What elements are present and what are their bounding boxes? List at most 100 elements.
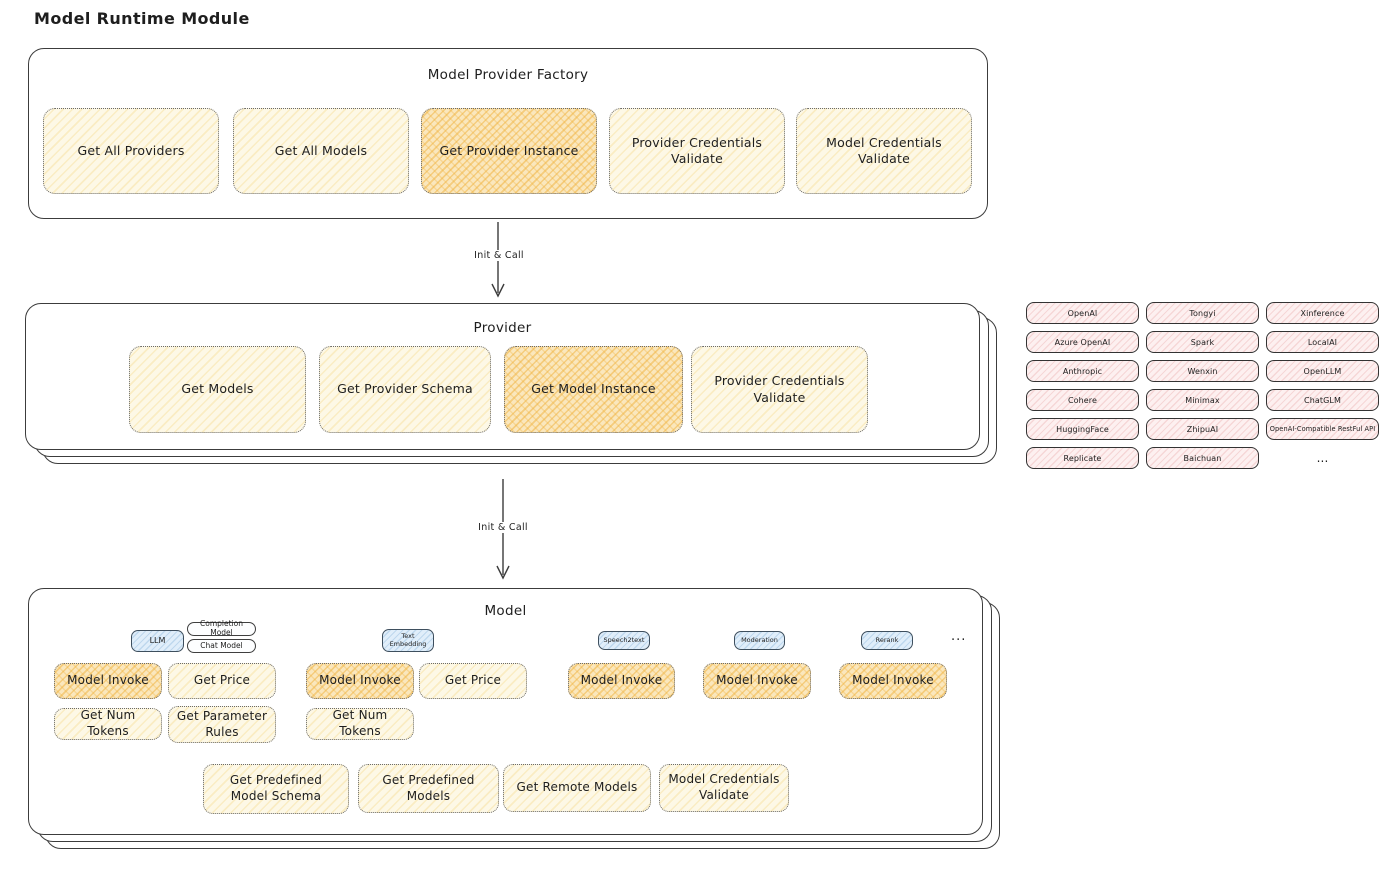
method-label: Provider Credentials Validate <box>631 134 763 166</box>
provider-chip-openai-compatible-restful-api[interactable]: OpenAI-Compatible RestFul API <box>1266 418 1379 440</box>
method-label: Get Num Tokens <box>80 708 136 738</box>
tag-label: Completion Model <box>200 619 243 637</box>
provider-chip-label: HuggingFace <box>1056 424 1109 434</box>
method-label: Get Provider Instance <box>439 142 579 158</box>
box-get-parameter-rules[interactable]: Get Parameter Rules <box>168 706 276 743</box>
box-model-invoke[interactable]: Model Invoke <box>839 663 947 699</box>
provider-title: Provider <box>473 320 532 336</box>
provider-chip-label: OpenLLM <box>1303 366 1342 376</box>
provider-chip-label: Wenxin <box>1187 366 1218 376</box>
provider-chip-label: OpenAI-Compatible RestFul API <box>1269 425 1376 433</box>
provider-chip-wenxin[interactable]: Wenxin <box>1146 360 1259 382</box>
provider-chip-anthropic[interactable]: Anthropic <box>1026 360 1139 382</box>
tag-moderation[interactable]: Moderation <box>734 631 785 650</box>
method-label: Get Predefined Model Schema <box>229 773 323 803</box>
method-label: Get Provider Schema <box>337 381 473 397</box>
model-title: Model <box>484 603 527 619</box>
box-model-credentials-validate[interactable]: Model Credentials Validate <box>659 764 789 812</box>
method-label: Get Predefined Models <box>382 772 475 803</box>
method-label: Get All Models <box>274 142 368 158</box>
method-label: Model Invoke <box>67 673 149 688</box>
provider-chip-label: Cohere <box>1067 395 1098 405</box>
providers-more-ellipsis: ... <box>1316 451 1329 465</box>
provider-chip-cohere[interactable]: Cohere <box>1026 389 1139 411</box>
provider-chip-label: Replicate <box>1063 453 1102 463</box>
method-label: Get Remote Models <box>516 780 638 795</box>
provider-chip-tongyi[interactable]: Tongyi <box>1146 302 1259 324</box>
box-provider-credentials-validate[interactable]: Provider Credentials Validate <box>691 346 868 433</box>
tag-completion-model[interactable]: Completion Model <box>187 619 256 637</box>
box-get-provider-schema[interactable]: Get Provider Schema <box>319 346 491 433</box>
provider-chip-openllm[interactable]: OpenLLM <box>1266 360 1379 382</box>
box-get-all-models[interactable]: Get All Models <box>233 108 409 194</box>
method-label: Model Invoke <box>852 673 934 688</box>
box-get-predefined-model-schema[interactable]: Get Predefined Model Schema <box>203 764 349 814</box>
method-label: Model Invoke <box>319 673 401 688</box>
provider-chip-xinference[interactable]: Xinference <box>1266 302 1379 324</box>
method-label: Get Parameter Rules <box>176 708 268 739</box>
box-get-predefined-models[interactable]: Get Predefined Models <box>358 764 499 813</box>
provider-chip-spark[interactable]: Spark <box>1146 331 1259 353</box>
box-get-all-providers[interactable]: Get All Providers <box>43 108 219 194</box>
method-label: Model Credentials Validate <box>668 772 780 802</box>
box-get-model-instance[interactable]: Get Model Instance <box>504 346 683 433</box>
provider-chip-azure-openai[interactable]: Azure OpenAI <box>1026 331 1139 353</box>
box-get-num-tokens[interactable]: Get Num Tokens <box>306 708 414 740</box>
diagram-title: Model Runtime Module <box>34 9 250 28</box>
provider-chip-minimax[interactable]: Minimax <box>1146 389 1259 411</box>
provider-chip-label: OpenAI <box>1067 308 1098 318</box>
provider-chip-openai[interactable]: OpenAI <box>1026 302 1139 324</box>
tag-chat-model[interactable]: Chat Model <box>187 639 256 653</box>
provider-panel[interactable]: Provider Get Models Get Provider Schema Ge… <box>25 303 980 450</box>
provider-chip-label: Tongyi <box>1189 308 1216 318</box>
factory-panel[interactable]: Model Provider Factory Get All Providers… <box>28 48 988 219</box>
tag-speech2text[interactable]: Speech2text <box>598 631 650 650</box>
provider-chip-huggingface[interactable]: HuggingFace <box>1026 418 1139 440</box>
box-get-price[interactable]: Get Price <box>168 663 276 699</box>
box-model-invoke[interactable]: Model Invoke <box>54 663 162 699</box>
method-label: Get All Providers <box>77 142 185 158</box>
box-model-invoke[interactable]: Model Invoke <box>306 663 414 699</box>
box-get-models[interactable]: Get Models <box>129 346 306 433</box>
box-get-remote-models[interactable]: Get Remote Models <box>503 764 651 812</box>
init-call-label-2: Init & Call <box>475 522 531 533</box>
tag-label: Rerank <box>875 635 899 644</box>
provider-chip-chatglm[interactable]: ChatGLM <box>1266 389 1379 411</box>
provider-chip-zhipuai[interactable]: ZhipuAI <box>1146 418 1259 440</box>
provider-chip-label: Azure OpenAI <box>1054 337 1111 347</box>
box-model-invoke[interactable]: Model Invoke <box>568 663 675 699</box>
method-label: Get Model Instance <box>531 381 656 397</box>
provider-chip-replicate[interactable]: Replicate <box>1026 447 1139 469</box>
tag-label: Speech2text <box>603 635 645 644</box>
box-provider-credentials-validate[interactable]: Provider Credentials Validate <box>609 108 785 194</box>
factory-title: Model Provider Factory <box>427 67 589 83</box>
tag-label: Moderation <box>741 635 778 644</box>
init-call-label-1: Init & Call <box>471 250 527 261</box>
tag-label: LLM <box>149 636 166 646</box>
method-label: Get Models <box>181 381 254 397</box>
tag-rerank[interactable]: Rerank <box>861 631 913 650</box>
provider-chip-baichuan[interactable]: Baichuan <box>1146 447 1259 469</box>
provider-chip-label: Xinference <box>1300 308 1345 318</box>
method-label: Model Invoke <box>716 673 798 688</box>
method-label: Get Price <box>193 673 251 688</box>
box-get-price[interactable]: Get Price <box>419 663 527 699</box>
box-get-num-tokens[interactable]: Get Num Tokens <box>54 708 162 740</box>
tag-text-embedding[interactable]: Text Embedding <box>382 629 434 652</box>
box-model-credentials-validate[interactable]: Model Credentials Validate <box>796 108 972 194</box>
model-more-ellipsis: ... <box>951 629 967 644</box>
box-get-provider-instance[interactable]: Get Provider Instance <box>421 108 597 194</box>
box-model-invoke[interactable]: Model Invoke <box>703 663 811 699</box>
provider-chip-label: Baichuan <box>1183 453 1222 463</box>
method-label: Model Invoke <box>580 673 663 688</box>
provider-chip-localai[interactable]: LocalAI <box>1266 331 1379 353</box>
provider-chip-label: Anthropic <box>1062 366 1103 376</box>
method-label: Provider Credentials Validate <box>714 373 845 405</box>
provider-chip-label: Spark <box>1190 337 1215 347</box>
tag-llm[interactable]: LLM <box>131 630 184 652</box>
provider-chip-label: Minimax <box>1185 395 1220 405</box>
